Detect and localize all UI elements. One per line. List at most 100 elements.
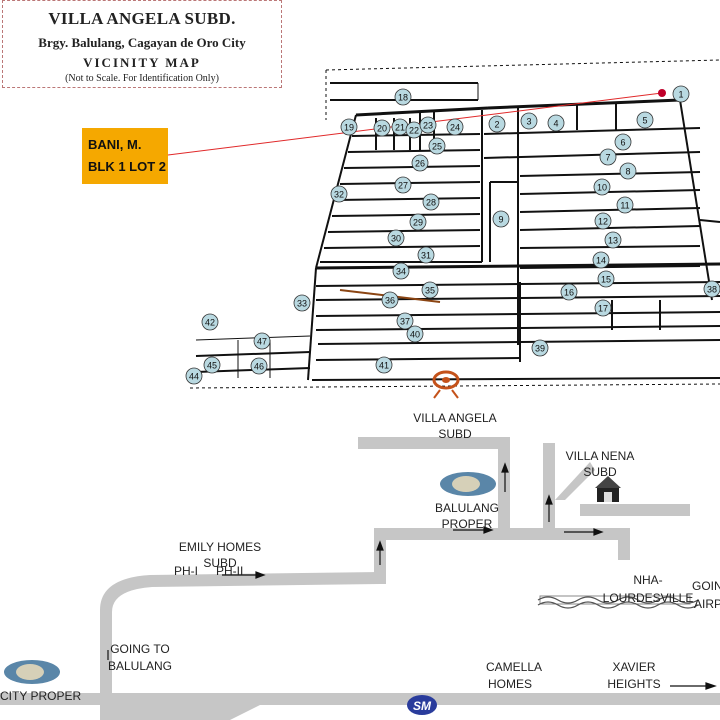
lot-marker-26: 26 (411, 154, 429, 172)
house-icon (595, 476, 621, 502)
road-network (0, 437, 720, 720)
lot-marker-23: 23 (419, 116, 437, 134)
lot-marker-2: 2 (488, 115, 506, 133)
lot-number: 40 (410, 330, 420, 340)
lot-marker-32: 32 (330, 185, 348, 203)
lot-marker-7: 7 (599, 148, 617, 166)
lot-number: 8 (625, 167, 630, 177)
owner-lot-marker (658, 89, 666, 97)
lot-marker-20: 20 (373, 119, 391, 137)
lot-number: 5 (642, 116, 647, 126)
lot-marker-34: 34 (392, 262, 410, 280)
lot-number: 13 (608, 236, 618, 246)
lot-marker-25: 25 (428, 137, 446, 155)
lot-number: 3 (526, 117, 531, 127)
sm-mall-logo-icon: SM (407, 695, 437, 715)
balulang-proper-label-2: PROPER (442, 517, 493, 531)
lot-number: 1 (678, 90, 683, 100)
lot-marker-30: 30 (387, 229, 405, 247)
going-to-balulang-label-2: BALULANG (108, 659, 172, 673)
villa-nena-label-2: SUBD (583, 465, 617, 479)
lot-marker-9: 9 (492, 210, 510, 228)
city-proper-label: CITY PROPER (0, 689, 81, 703)
lot-marker-39: 39 (531, 339, 549, 357)
lot-number: 34 (396, 267, 406, 277)
lot-marker-28: 28 (422, 193, 440, 211)
lot-marker-47: 47 (253, 332, 271, 350)
lot-marker-18: 18 (394, 88, 412, 106)
lot-number: 32 (334, 190, 344, 200)
phase-1-label: PH-I (174, 564, 198, 578)
address-line: Brgy. Balulang, Cagayan de Oro City (38, 35, 246, 50)
subdivision-title: VILLA ANGELA SUBD. (48, 9, 236, 28)
lot-number: 24 (450, 123, 460, 133)
lot-marker-40: 40 (406, 325, 424, 343)
lot-number: 27 (398, 181, 408, 191)
lot-number: 16 (564, 288, 574, 298)
lot-number: 6 (620, 138, 625, 148)
lot-number: 31 (421, 251, 431, 261)
lot-marker-13: 13 (604, 231, 622, 249)
owner-name: BANI, M. (88, 137, 142, 152)
lot-marker-8: 8 (619, 162, 637, 180)
lot-marker-6: 6 (614, 133, 632, 151)
lot-number: 23 (423, 121, 433, 131)
emily-homes-label-1: EMILY HOMES (179, 540, 261, 554)
lot-marker-24: 24 (446, 118, 464, 136)
place-labels: VILLA ANGELA SUBD VILLA NENA SUBD BALULA… (0, 411, 720, 703)
lot-marker-14: 14 (592, 251, 610, 269)
emily-homes-label-2: SUBD (203, 556, 237, 570)
villa-angela-label-2: SUBD (438, 427, 472, 441)
lot-number: 15 (601, 275, 611, 285)
lot-marker-16: 16 (560, 283, 578, 301)
nha-label-2: LOURDESVILLE (603, 591, 694, 605)
xavier-label-1: XAVIER (612, 660, 655, 674)
lot-marker-15: 15 (597, 270, 615, 288)
going-to-balulang-label-1: GOING TO (110, 642, 170, 656)
lot-marker-5: 5 (636, 111, 654, 129)
lot-marker-37: 37 (396, 312, 414, 330)
lot-number: 33 (297, 299, 307, 309)
going-airport-label-1: GOIN (692, 579, 720, 593)
lot-number: 41 (379, 361, 389, 371)
lot-number: 38 (707, 285, 717, 295)
lot-number: 30 (391, 234, 401, 244)
lot-number: 17 (598, 304, 608, 314)
lot-number: 19 (344, 123, 354, 133)
villa-angela-label-1: VILLA ANGELA (413, 411, 496, 425)
lot-number: 29 (413, 218, 423, 228)
lot-number: 9 (498, 215, 503, 225)
lot-number: 45 (207, 361, 217, 371)
lot-marker-3: 3 (520, 112, 538, 130)
lot-marker-45: 45 (203, 356, 221, 374)
lot-number: 18 (398, 93, 408, 103)
lot-marker-19: 19 (340, 118, 358, 136)
lot-marker-42: 42 (201, 313, 219, 331)
xavier-label-2: HEIGHTS (607, 677, 660, 691)
lot-number: 12 (598, 217, 608, 227)
lot-marker-46: 46 (250, 357, 268, 375)
lot-marker-36: 36 (381, 291, 399, 309)
lot-marker-12: 12 (594, 212, 612, 230)
lot-marker-4: 4 (547, 114, 565, 132)
lot-number: 35 (425, 286, 435, 296)
lot-number: 21 (395, 123, 405, 133)
lot-number: 36 (385, 296, 395, 306)
lot-number: 44 (189, 372, 199, 382)
camella-label-2: HOMES (488, 677, 532, 691)
villa-nena-label-1: VILLA NENA (566, 449, 635, 463)
lot-marker-1: 1 (672, 85, 690, 103)
lot-marker-10: 10 (593, 178, 611, 196)
lot-marker-21: 21 (391, 118, 409, 136)
lot-number: 26 (415, 159, 425, 169)
lot-number: 11 (620, 201, 629, 211)
map-title-block: VILLA ANGELA SUBD. Brgy. Balulang, Cagay… (2, 0, 282, 88)
direction-arrows (107, 462, 717, 690)
lot-number: 25 (432, 142, 442, 152)
lot-number: 10 (597, 183, 607, 193)
lot-number: 20 (377, 124, 387, 134)
balulang-proper-label-1: BALULANG (435, 501, 499, 515)
lot-number: 37 (400, 317, 410, 327)
